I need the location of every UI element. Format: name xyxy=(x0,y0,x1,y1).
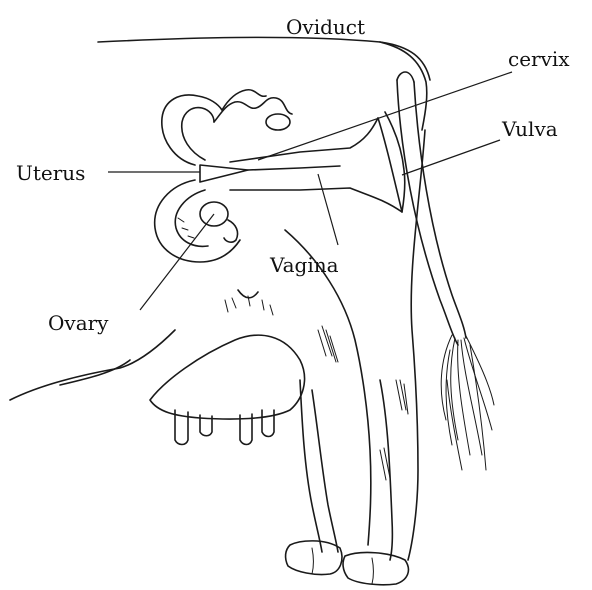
upper-ovary xyxy=(266,114,290,130)
label-cervix: cervix xyxy=(508,47,570,71)
uterine-horn-texture xyxy=(178,218,194,238)
oviduct-coil-upper xyxy=(214,98,292,122)
tract-upper-edge xyxy=(230,118,378,162)
hind-leg-front-edge xyxy=(285,230,371,545)
label-ovary: Ovary xyxy=(48,311,109,335)
front-hind-leg-line xyxy=(312,390,338,552)
tract-lower-edge xyxy=(230,188,402,212)
label-vulva: Vulva xyxy=(501,117,558,141)
label-uterus: Uterus xyxy=(16,161,85,185)
reproductive-tract xyxy=(155,90,405,262)
label-oviduct: Oviduct xyxy=(286,15,365,39)
cow-back-line xyxy=(98,37,430,80)
hooves xyxy=(286,541,409,585)
uterine-body xyxy=(200,165,248,182)
hind-leg-inner-line xyxy=(380,380,392,560)
label-vagina: Vagina xyxy=(269,253,339,277)
uterine-horn-upper-inner xyxy=(182,108,214,160)
uterine-horn-upper-outer xyxy=(162,95,222,165)
vagina-leader xyxy=(318,174,338,245)
oviduct-coil-lower xyxy=(224,220,238,242)
vulva-leader xyxy=(402,140,500,175)
cervix-leader xyxy=(258,72,512,160)
belly-line xyxy=(10,330,175,400)
front-hind-leg-line-2 xyxy=(300,380,322,552)
cervix-canal xyxy=(248,166,340,170)
uterine-horn-lower-inner xyxy=(175,190,208,246)
leg-shading xyxy=(318,326,408,480)
tail-front-line xyxy=(397,80,458,345)
teat-4 xyxy=(262,410,274,437)
tail-head xyxy=(397,72,414,82)
tail-switch xyxy=(441,335,494,470)
udder xyxy=(150,296,305,445)
